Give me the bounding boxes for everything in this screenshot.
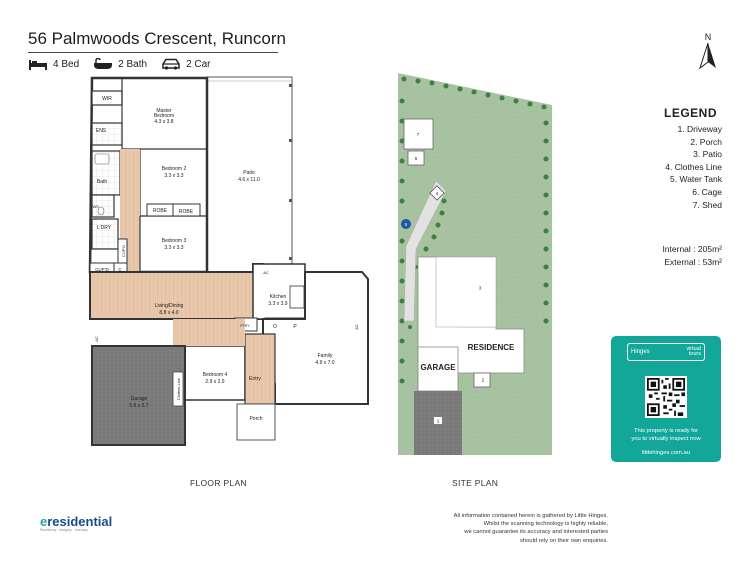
legend-item: 1. Driveway — [677, 124, 722, 134]
disclaimer-line: should rely on their own enquiries. — [520, 537, 608, 544]
ac-label-2: AC — [354, 324, 359, 330]
site-plan: RESIDENCE GARAGE 1 2 3 4 5 6 7 — [398, 73, 552, 455]
room-c: C — [118, 267, 122, 272]
site-marker-5: 5 — [405, 222, 408, 227]
site-marker-1: 1 — [437, 419, 440, 424]
room-bed3: Bedroom 3 — [162, 238, 187, 244]
room-bed2-dim: 3.3 x 3.3 — [164, 173, 183, 179]
tours-brand: tours — [688, 351, 701, 357]
room-robe-2: ROBE — [179, 209, 194, 215]
bed-icon — [29, 59, 47, 70]
room-laundry: L'DRY — [97, 225, 112, 231]
room-kitchen-dim: 3.3 x 3.9 — [268, 301, 287, 307]
clothes-line-label: Clothes Line — [176, 377, 181, 400]
room-master-dim: 4.3 x 3.8 — [154, 119, 173, 125]
agency-logo: eresidential Residency · Integrity · Int… — [40, 514, 112, 532]
virtual-tour-message-1: This property is ready for — [633, 428, 699, 434]
legend-title: LEGEND — [664, 106, 718, 120]
room-robe-1: ROBE — [153, 208, 168, 214]
cars-spec: 2 Car — [161, 58, 211, 70]
room-master-2: Bedroom — [154, 113, 174, 119]
external-area-value: : 53m² — [697, 256, 722, 267]
virtual-brand: virtual — [686, 345, 701, 352]
qr-code-icon[interactable] — [645, 376, 687, 418]
room-cupd-1: CUP'D — [121, 245, 126, 257]
property-address: 56 Palmwoods Crescent, Runcorn — [28, 29, 286, 48]
virtual-tour-message-2: you to virtually inspect now — [631, 435, 701, 442]
internal-area-label: Internal — [662, 244, 691, 254]
beds-label: 4 Bed — [53, 58, 80, 70]
internal-area-value: : 205m² — [693, 244, 722, 254]
room-wir: WIR — [102, 96, 112, 102]
north-label: N — [705, 32, 712, 42]
site-plan-caption: SITE PLAN — [452, 478, 499, 488]
site-marker-7: 7 — [417, 132, 420, 137]
virtual-tour-message: This property is ready for you to virtua… — [611, 428, 721, 443]
room-family: Family — [318, 353, 333, 359]
header-divider — [28, 52, 278, 53]
area-summary: Internal : 205m² External : 53m² — [662, 243, 722, 268]
disclaimer-line: All information contained herein is gath… — [453, 513, 608, 519]
room-bath: Bath — [97, 179, 108, 185]
room-master-1: Master — [156, 108, 172, 114]
site-garage-label: GARAGE — [420, 363, 456, 372]
disclaimer-line: we cannot guarantee its accuracy and int… — [464, 529, 608, 536]
bath-icon — [94, 58, 113, 69]
disclaimer: All information contained herein is gath… — [368, 512, 608, 545]
site-marker-2: 2 — [482, 378, 485, 383]
room-garage: Garage — [131, 396, 148, 402]
legend-item: 4. Clothes Line — [665, 161, 722, 172]
room-wc: WC — [93, 204, 100, 209]
site-marker-3: 3 — [479, 286, 482, 291]
cars-label: 2 Car — [186, 58, 211, 70]
room-living: Living/Dining — [155, 303, 184, 309]
room-living-dim: 8.8 x 4.0 — [159, 310, 178, 316]
legend-item: 3. Patio — [693, 149, 722, 160]
room-ens: ENS — [96, 128, 107, 134]
agency-tagline: Residency · Integrity · Intimacy — [40, 528, 89, 532]
north-arrow-icon: N — [699, 32, 716, 70]
room-pantry: PTRY — [240, 324, 250, 328]
room-pantry-p: P — [293, 324, 297, 330]
property-specs: 4 Bed 2 Bath 2 Car — [28, 58, 225, 70]
room-oven: O — [273, 324, 277, 330]
legend-item: 7. Shed — [692, 199, 722, 210]
ac-label-3: AC — [94, 336, 99, 342]
legend-list: 1. Driveway 2. Porch 3. Patio 4. Clothes… — [665, 123, 722, 211]
legend-item: 6. Cage — [692, 186, 722, 197]
room-bed2: Bedroom 2 — [162, 166, 187, 172]
floor-plan-caption: FLOOR PLAN — [190, 478, 247, 488]
room-entry: Entry — [249, 376, 261, 382]
baths-label: 2 Bath — [118, 58, 148, 70]
site-marker-4: 4 — [436, 191, 439, 196]
room-porch: Porch — [249, 416, 262, 422]
room-garage-dim: 5.6 x 5.7 — [129, 403, 148, 409]
legend-item: 5. Water Tank — [670, 174, 722, 185]
room-bed4-dim: 2.9 x 2.9 — [205, 379, 224, 385]
car-icon — [162, 58, 180, 70]
baths-spec: 2 Bath — [93, 58, 147, 70]
beds-spec: 4 Bed — [28, 59, 79, 70]
floor-plan: WIR Master Bedroom 4.3 x 3.8 ENS Bedroom… — [88, 76, 369, 446]
virtual-tour-url[interactable]: littlehinges.com.au — [641, 450, 690, 456]
ac-label-1: AC — [263, 270, 269, 275]
room-bed4: Bedroom 4 — [203, 372, 228, 378]
room-patio-dim: 4.6 x 11.0 — [238, 177, 260, 183]
room-kitchen: Kitchen — [270, 294, 287, 300]
disclaimer-line: Whilst the scanning technology is highly… — [483, 521, 608, 528]
external-area-label: External — [664, 256, 696, 267]
room-cupd-2: CUP'D — [95, 267, 109, 272]
room-patio: Patio — [243, 170, 255, 176]
hinges-brand: Hinges — [631, 349, 650, 355]
agency-logo-e: e — [40, 514, 48, 529]
agency-logo-text: residential — [47, 514, 113, 529]
site-residence-label: RESIDENCE — [468, 343, 515, 352]
room-bed3-dim: 3.3 x 3.3 — [164, 245, 183, 251]
legend-item: 2. Porch — [690, 136, 722, 147]
room-family-dim: 4.9 x 7.0 — [315, 360, 334, 366]
site-marker-6: 6 — [415, 156, 418, 161]
